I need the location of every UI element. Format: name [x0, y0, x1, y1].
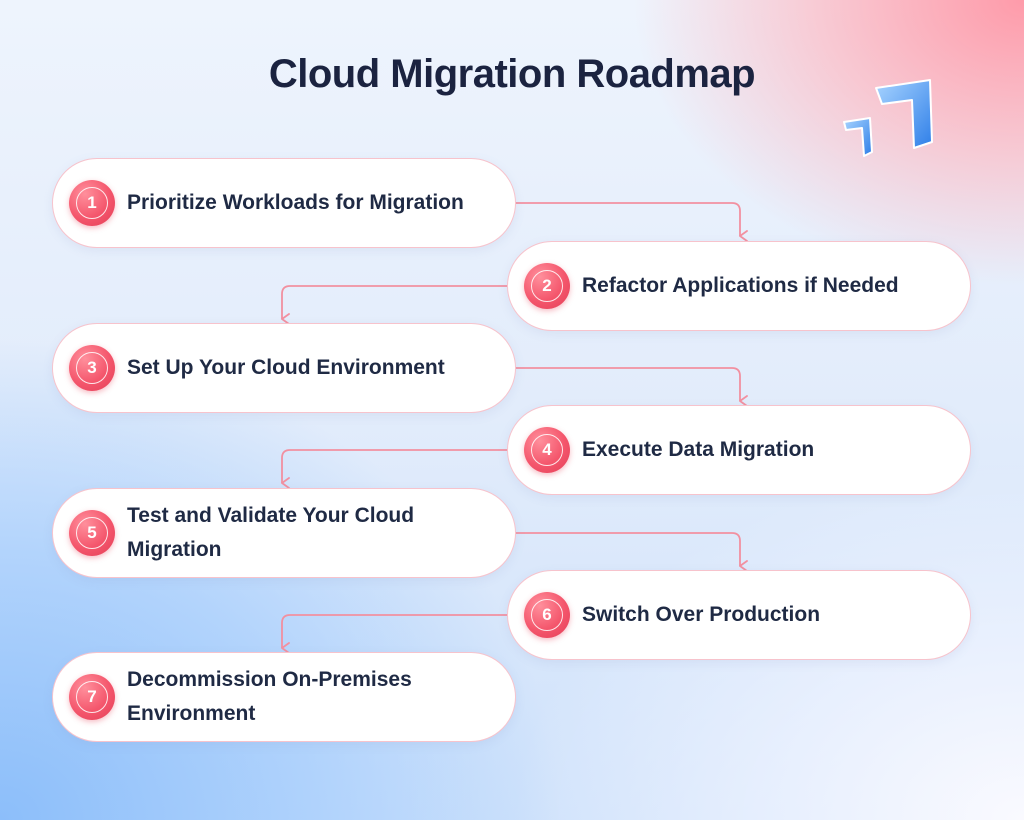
step-number-badge: 7 — [69, 674, 115, 720]
step-number-badge: 4 — [524, 427, 570, 473]
step-label: Test and Validate Your Cloud Migration — [127, 504, 415, 561]
connector-5-6 — [515, 532, 748, 572]
step-number-badge: 5 — [69, 510, 115, 556]
step-number: 5 — [76, 517, 108, 549]
step-5: 5 Test and Validate Your Cloud Migration — [52, 488, 516, 578]
chevron-arrows-logo-icon — [843, 79, 933, 157]
step-number-badge: 3 — [69, 345, 115, 391]
step-2: 2 Refactor Applications if Needed — [507, 241, 971, 331]
step-number-badge: 6 — [524, 592, 570, 638]
connector-1-2 — [515, 202, 748, 242]
step-number: 7 — [76, 681, 108, 713]
step-label: Execute Data Migration — [582, 438, 815, 461]
step-number: 6 — [531, 599, 563, 631]
step-label: Decommission On-Premises Environment — [127, 668, 412, 725]
connector-2-3 — [281, 285, 509, 325]
step-4: 4 Execute Data Migration — [507, 405, 971, 495]
step-1: 1 Prioritize Workloads for Migration — [52, 158, 516, 248]
step-number: 4 — [531, 434, 563, 466]
step-label: Prioritize Workloads for Migration — [127, 191, 464, 214]
step-7: 7 Decommission On-Premises Environment — [52, 652, 516, 742]
connector-3-4 — [515, 367, 748, 407]
step-label: Switch Over Production — [582, 603, 821, 626]
step-number: 1 — [76, 187, 108, 219]
connector-6-7 — [281, 614, 509, 654]
step-number: 2 — [531, 270, 563, 302]
step-number-badge: 2 — [524, 263, 570, 309]
step-label: Set Up Your Cloud Environment — [127, 356, 445, 379]
step-6: 6 Switch Over Production — [507, 570, 971, 660]
step-number: 3 — [76, 352, 108, 384]
connector-4-5 — [281, 449, 509, 489]
step-number-badge: 1 — [69, 180, 115, 226]
step-3: 3 Set Up Your Cloud Environment — [52, 323, 516, 413]
page-title: Cloud Migration Roadmap — [268, 52, 756, 96]
step-label: Refactor Applications if Needed — [582, 274, 899, 297]
